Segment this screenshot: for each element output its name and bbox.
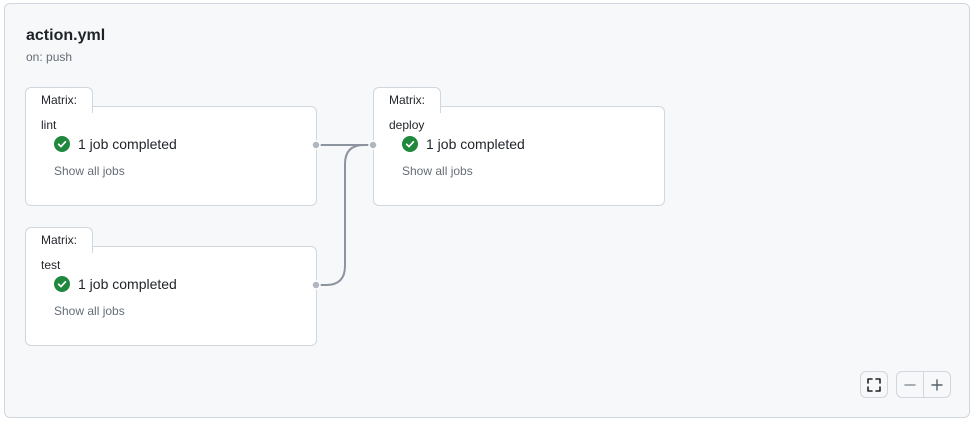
matrix-job-card[interactable]: 1 job completed Show all jobs (25, 106, 317, 206)
job-status-row: 1 job completed (54, 136, 177, 152)
workflow-title: action.yml (26, 27, 106, 44)
job-status-row: 1 job completed (402, 136, 525, 152)
check-circle-icon (402, 136, 418, 152)
zoom-controls (896, 371, 951, 398)
job-status-text: 1 job completed (78, 136, 177, 152)
connector-test-deploy (316, 144, 373, 286)
job-status-text: 1 job completed (426, 136, 525, 152)
show-all-jobs-link[interactable]: Show all jobs (54, 164, 125, 178)
fullscreen-button[interactable] (860, 371, 888, 398)
workflow-graph: action.yml on: push (4, 3, 970, 418)
fullscreen-icon (867, 377, 881, 392)
zoom-out-button[interactable] (896, 371, 924, 398)
matrix-job-card[interactable]: 1 job completed Show all jobs (373, 106, 665, 206)
input-port-deploy (368, 140, 378, 150)
output-port-test (311, 280, 321, 290)
workflow-trigger: on: push (26, 50, 73, 64)
check-circle-icon (54, 276, 70, 292)
matrix-job-card[interactable]: 1 job completed Show all jobs (25, 246, 317, 346)
show-all-jobs-link[interactable]: Show all jobs (54, 304, 125, 318)
job-status-row: 1 job completed (54, 276, 177, 292)
matrix-group-label: Matrix: deploy (373, 87, 441, 132)
show-all-jobs-link[interactable]: Show all jobs (402, 164, 473, 178)
zoom-in-button[interactable] (923, 371, 951, 398)
output-port-lint (311, 140, 321, 150)
minus-icon (904, 383, 916, 386)
plus-icon (931, 378, 943, 391)
job-status-text: 1 job completed (78, 276, 177, 292)
matrix-group-label: Matrix: test (25, 227, 93, 272)
check-circle-icon (54, 136, 70, 152)
matrix-group-label: Matrix: lint (25, 87, 93, 132)
